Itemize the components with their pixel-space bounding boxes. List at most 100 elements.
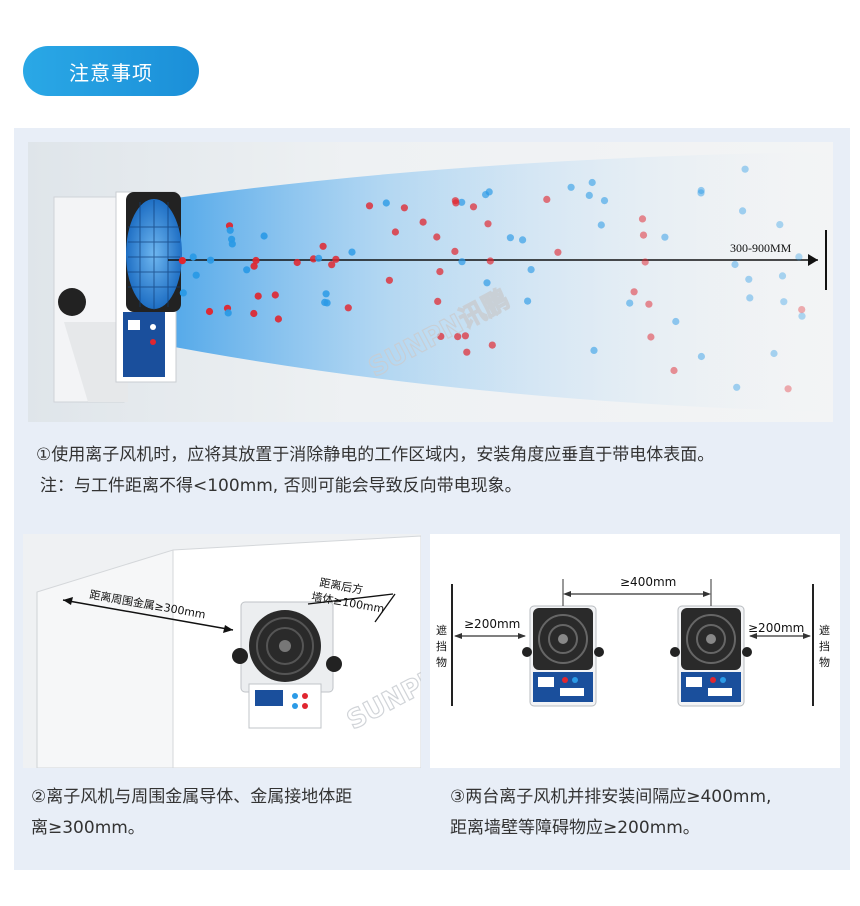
positive-ion-dot: [385, 276, 393, 284]
negative-ion-dot: [527, 266, 535, 274]
negative-ion-dot: [567, 183, 575, 191]
note-2-line-2: 离≥300mm。: [31, 818, 145, 838]
negative-ion-dot: [626, 299, 634, 307]
negative-ion-dot: [588, 178, 596, 187]
negative-ion-dot: [590, 346, 598, 354]
negative-ion-dot: [224, 309, 232, 317]
note-3-line-2: 距离墙壁等障碍物应≥200mm。: [450, 818, 700, 838]
hero-illustration: 300-900MM SUNPN讯鹏: [28, 142, 833, 422]
negative-ion-dot: [243, 266, 251, 274]
negative-ion-dot: [482, 191, 490, 199]
positive-ion-dot: [641, 258, 649, 266]
obstacle-right-char-1: 遮: [819, 623, 830, 637]
negative-ion-dot: [315, 254, 323, 262]
negative-ion-dot: [458, 258, 466, 266]
note-2-line-1: ②离子风机与周围金属导体、金属接地体距: [31, 787, 353, 807]
figure-wall-distance: 距离周围金属≥300mm 距离后方 墙体≥100mm SUNPN讯鹏: [23, 534, 421, 768]
label-right: ≥200mm: [748, 621, 804, 635]
positive-ion-dot: [543, 195, 551, 203]
negative-ion-dot: [697, 186, 705, 195]
negative-ion-dot: [322, 290, 330, 298]
negative-ion-dot: [697, 189, 705, 197]
negative-ion-dot: [733, 383, 741, 391]
positive-ion-dot: [271, 291, 279, 299]
negative-ion-dot: [189, 253, 197, 261]
negative-ion-dot: [697, 352, 706, 361]
negative-ion-dot: [483, 279, 491, 287]
control-panel: [255, 690, 283, 706]
note-1-line-2: 注：与工件距离不得<100mm, 否则可能会导致反向带电现象。: [40, 476, 522, 496]
negative-ion-dot: [519, 236, 527, 244]
positive-ion-dot: [332, 255, 340, 263]
negative-ion-dot: [745, 275, 753, 283]
negative-ion-dot: [600, 197, 609, 205]
negative-ion-dot: [780, 298, 788, 306]
positive-ion-dot: [250, 309, 258, 318]
positive-ion-dot: [274, 315, 282, 323]
fan-unit-left: [522, 605, 604, 707]
negative-ion-dot: [179, 289, 187, 297]
note-3: ③两台离子风机并排安装间隔应≥400mm, 距离墙壁等障碍物应≥200mm。: [450, 782, 845, 844]
fan-unit-right: [670, 605, 752, 707]
positive-ion-dot: [638, 215, 647, 223]
positive-ion-dot: [400, 204, 408, 212]
positive-ion-dot: [328, 261, 336, 269]
negative-ion-dot: [458, 198, 466, 206]
positive-ion-dot: [784, 385, 792, 393]
negative-ion-dot: [524, 297, 532, 305]
negative-ion-dot: [260, 232, 268, 240]
positive-ion-dot: [319, 242, 327, 250]
negative-ion-dot: [770, 349, 778, 358]
positive-ion-dot: [451, 247, 459, 255]
positive-ion-dot: [484, 220, 492, 228]
positive-ion-dot: [437, 332, 445, 340]
negative-ion-dot: [672, 317, 680, 326]
positive-ion-dot: [451, 197, 459, 205]
label-between: ≥400mm: [620, 575, 676, 589]
positive-ion-dot: [647, 333, 655, 341]
figure-side-by-side: 遮 挡 物 遮 挡 物: [430, 534, 840, 768]
negative-ion-dot: [597, 221, 605, 229]
positive-ion-dot: [419, 218, 427, 226]
negative-ion-dot: [661, 233, 669, 241]
positive-ion-dot: [554, 248, 562, 256]
label-left: ≥200mm: [464, 617, 520, 631]
positive-ion-dot: [434, 297, 442, 305]
adjust-knob: [58, 288, 86, 316]
positive-ion-dot: [293, 258, 301, 267]
obstacle-left-char-3: 物: [436, 655, 447, 669]
positive-ion-dot: [645, 300, 653, 308]
negative-ion-dot: [226, 226, 234, 234]
positive-ion-dot: [252, 256, 260, 265]
positive-ion-dot: [670, 366, 678, 375]
positive-ion-dot: [250, 262, 258, 270]
positive-ion-dot: [254, 292, 262, 300]
positive-ion-dot: [205, 307, 214, 316]
note-1-line-1: ①使用离子风机时，应将其放置于消除静电的工作区域内，安装角度应垂直于带电体表面。: [36, 445, 715, 465]
obstacle-right-char-3: 物: [819, 655, 830, 669]
negative-ion-dot: [741, 165, 749, 173]
negative-ion-dot: [192, 271, 200, 279]
obstacle-right-char-2: 挡: [819, 639, 830, 653]
distance-label: 300-900MM: [730, 241, 792, 255]
note-3-line-1: ③两台离子风机并排安装间隔应≥400mm,: [450, 787, 772, 807]
positive-ion-dot: [454, 333, 462, 341]
negative-ion-dot: [382, 199, 390, 207]
positive-ion-dot: [798, 306, 806, 314]
negative-ion-dot: [795, 253, 803, 261]
negative-ion-dot: [585, 191, 593, 199]
positive-ion-dot: [391, 228, 399, 236]
negative-ion-dot: [228, 240, 236, 248]
obstacle-left-char-1: 遮: [436, 623, 447, 637]
positive-ion-dot: [178, 257, 186, 265]
negative-ion-dot: [506, 234, 514, 242]
positive-ion-dot: [344, 304, 352, 312]
negative-ion-dot: [731, 260, 739, 269]
positive-ion-dot: [433, 233, 441, 241]
positive-ion-dot: [630, 288, 638, 296]
positive-ion-dot: [463, 348, 471, 356]
positive-ion-dot: [436, 268, 444, 276]
negative-ion-dot: [207, 256, 215, 264]
negative-ion-dot: [778, 272, 787, 280]
positive-ion-dot: [488, 341, 496, 349]
